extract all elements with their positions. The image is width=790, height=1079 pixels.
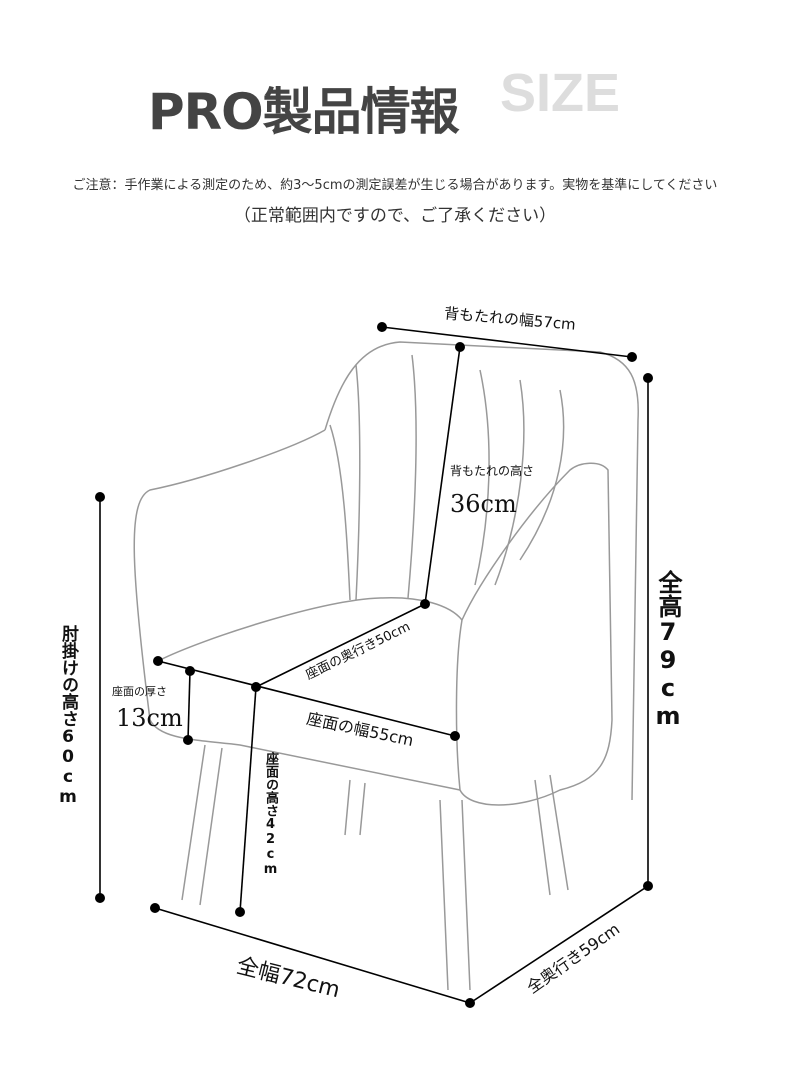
seat-thickness-label: 座面の厚さ <box>112 685 167 698</box>
page-title: PRO製品情報 <box>148 83 460 141</box>
armrest-height-label: 肘掛けの高さ60cm <box>58 625 78 807</box>
chair-outline <box>133 341 639 991</box>
notice-text: ご注意：手作業による測定のため、約3〜5cmの測定誤差が生じる場合があります。実… <box>72 178 718 193</box>
back-height-value: 36cm <box>450 490 517 518</box>
seat-thickness-value: 13cm <box>116 704 183 732</box>
dimension-lines <box>99 326 649 1004</box>
total-height-label: 全高79cm <box>654 570 682 730</box>
back-height-label: 背もたれの高さ <box>450 464 535 478</box>
size-watermark: SIZE <box>500 63 621 123</box>
seat-height-label: 座面の高さ42cm <box>263 752 278 877</box>
dimension-dots <box>95 322 653 1008</box>
notice-subtext: （正常範囲内ですので、ご了承ください） <box>233 206 557 226</box>
